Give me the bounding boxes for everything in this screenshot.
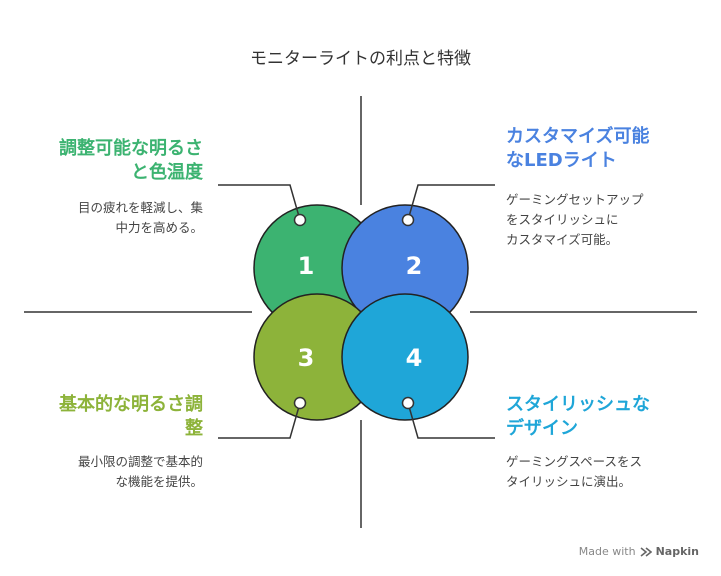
callout-line-1 (218, 184, 301, 221)
callout-line-3 (218, 402, 301, 439)
footer-made-with: Made with (578, 545, 636, 558)
quadrant-3-heading: 基本的な明るさ調 整 (59, 394, 203, 439)
callout-dot-3 (293, 396, 307, 410)
quadrant-2-description: ゲーミングセットアップ をスタイリッシュに カスタマイズ可能。 (506, 192, 644, 247)
quadrant-3-description: 最小限の調整で基本的 な機能を提供。 (77, 454, 203, 489)
circle-4 (341, 293, 469, 421)
footer-brand: Napkin (655, 545, 699, 558)
quadrant-2-heading: カスタマイズ可能 なLEDライト (506, 126, 650, 171)
quadrant-1-heading: 調整可能な明るさ と色温度 (59, 138, 203, 183)
callout-dot-2 (401, 213, 415, 227)
circle-3-number: 3 (298, 344, 315, 372)
circle-1-number: 1 (298, 252, 315, 280)
callout-dot-4 (401, 396, 415, 410)
diagram-title: モニターライトの利点と特徴 (250, 49, 471, 69)
circle-4-number: 4 (406, 344, 423, 372)
callout-dot-1 (293, 213, 307, 227)
circle-2-number: 2 (406, 252, 423, 280)
quadrant-1-description: 目の疲れを軽減し、集 中力を高める。 (77, 200, 203, 235)
footer-credit: Made with Napkin (579, 545, 699, 558)
callout-line-4 (407, 402, 495, 439)
quadrant-4-heading: スタイリッシュな デザイン (506, 394, 650, 439)
quadrant-4-description: ゲーミングスペースをス タイリッシュに演出。 (506, 454, 643, 489)
callout-line-2 (407, 184, 495, 221)
napkin-logo-icon (640, 546, 652, 557)
